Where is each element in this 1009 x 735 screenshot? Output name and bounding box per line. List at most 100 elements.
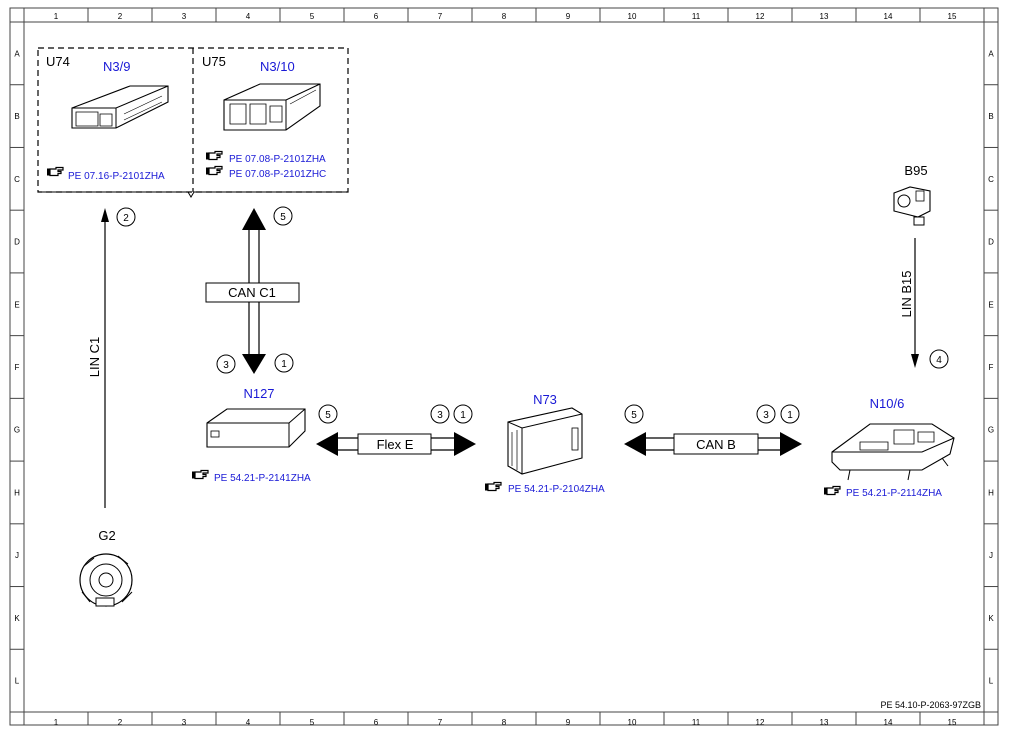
reference-hand-icon <box>205 150 223 161</box>
lin-c1-label: LIN C1 <box>87 337 102 377</box>
column-label: 4 <box>246 718 251 727</box>
row-label: F <box>15 363 20 372</box>
can-c1-label: CAN C1 <box>228 285 276 300</box>
ignition-switch-module-icon <box>507 407 583 475</box>
marker-4: 4 <box>936 355 942 366</box>
control-module-icon <box>206 408 306 448</box>
row-label: G <box>988 426 994 435</box>
row-label: J <box>989 551 993 560</box>
row-label: L <box>15 677 20 686</box>
u75-name-link[interactable]: N3/10 <box>260 59 295 74</box>
row-label: A <box>14 49 20 58</box>
row-label: D <box>14 238 20 247</box>
can-b-label: CAN B <box>696 437 736 452</box>
column-label: 13 <box>820 12 829 21</box>
row-label: K <box>988 614 994 623</box>
u74-reference-link[interactable]: PE 07.16-P-2101ZHA <box>68 171 165 182</box>
row-label: F <box>989 363 994 372</box>
drawing-frame <box>9 7 999 726</box>
column-label: 11 <box>692 12 701 21</box>
marker-1: 1 <box>460 410 466 421</box>
column-label: 3 <box>182 12 187 21</box>
column-label: 14 <box>884 12 893 21</box>
u74-name-link[interactable]: N3/9 <box>103 59 130 74</box>
row-label: K <box>14 614 20 623</box>
n73-reference-link[interactable]: PE 54.21-P-2104ZHA <box>508 484 605 495</box>
row-label: B <box>988 112 993 121</box>
battery-sensor-icon <box>893 186 931 226</box>
marker-5: 5 <box>325 410 331 421</box>
column-label: 7 <box>438 718 443 727</box>
column-label: 7 <box>438 12 443 21</box>
row-label: A <box>988 49 994 58</box>
b95-name: B95 <box>904 163 927 178</box>
column-label: 3 <box>182 718 187 727</box>
reference-hand-icon <box>205 165 223 176</box>
can-b-line <box>624 432 802 456</box>
n10-6-name-link[interactable]: N10/6 <box>870 396 905 411</box>
transmission-control-unit-icon <box>223 83 321 131</box>
reference-hand-icon <box>823 485 841 496</box>
lin-b15-label: LIN B15 <box>899 271 914 318</box>
column-label: 15 <box>948 718 957 727</box>
column-label: 9 <box>566 12 571 21</box>
column-label: 1 <box>54 718 59 727</box>
row-label: J <box>15 551 19 560</box>
marker-2: 2 <box>123 213 129 224</box>
column-label: 2 <box>118 718 123 727</box>
n127-name-link[interactable]: N127 <box>243 386 274 401</box>
n127-reference-link[interactable]: PE 54.21-P-2141ZHA <box>214 473 311 484</box>
marker-5: 5 <box>631 410 637 421</box>
marker-circle <box>624 404 644 424</box>
row-label: G <box>14 426 20 435</box>
column-label: 11 <box>692 718 701 727</box>
reference-hand-icon <box>484 481 502 492</box>
column-label: 6 <box>374 718 379 727</box>
column-label: 5 <box>310 718 315 727</box>
column-label: 4 <box>246 12 251 21</box>
row-label: C <box>14 175 20 184</box>
n73-name-link[interactable]: N73 <box>533 392 557 407</box>
reference-hand-icon <box>191 469 209 480</box>
row-label: D <box>988 238 994 247</box>
marker-3: 3 <box>763 410 769 421</box>
marker-3: 3 <box>437 410 443 421</box>
g2-name: G2 <box>98 528 115 543</box>
row-label: L <box>989 677 994 686</box>
u75-tag: U75 <box>202 54 226 69</box>
column-label: 15 <box>948 12 957 21</box>
flex-e-label: Flex E <box>377 437 414 452</box>
column-label: 9 <box>566 718 571 727</box>
marker-5: 5 <box>280 212 286 223</box>
can-c1-label-box <box>205 282 300 303</box>
row-label: E <box>988 300 993 309</box>
row-label: E <box>14 300 19 309</box>
reference-hand-icon <box>46 166 64 177</box>
marker-1: 1 <box>787 410 793 421</box>
column-label: 6 <box>374 12 379 21</box>
marker-circle <box>116 207 136 227</box>
u75-reference-link-2[interactable]: PE 07.08-P-2101ZHC <box>229 169 326 180</box>
alternator-icon <box>79 553 133 607</box>
column-label: 14 <box>884 718 893 727</box>
marker-circle <box>453 404 473 424</box>
row-label: C <box>988 175 994 184</box>
marker-3: 3 <box>223 360 229 371</box>
u75-reference-link-1[interactable]: PE 07.08-P-2101ZHA <box>229 154 326 165</box>
n10-6-reference-link[interactable]: PE 54.21-P-2114ZHA <box>846 488 942 499</box>
marker-circle <box>273 206 293 226</box>
flex-e-line <box>316 432 476 456</box>
column-labels: 1122334455667788991010111112121313141415… <box>54 12 957 727</box>
column-label: 5 <box>310 12 315 21</box>
marker-circle <box>430 404 450 424</box>
row-label: H <box>14 488 20 497</box>
control-unit-group <box>37 47 349 198</box>
engine-control-unit-icon <box>71 85 169 129</box>
column-label: 8 <box>502 12 507 21</box>
row-label: B <box>14 112 19 121</box>
marker-circle <box>780 404 800 424</box>
column-label: 13 <box>820 718 829 727</box>
document-id: PE 54.10-P-2063-97ZGB <box>880 700 981 710</box>
column-label: 1 <box>54 12 59 21</box>
